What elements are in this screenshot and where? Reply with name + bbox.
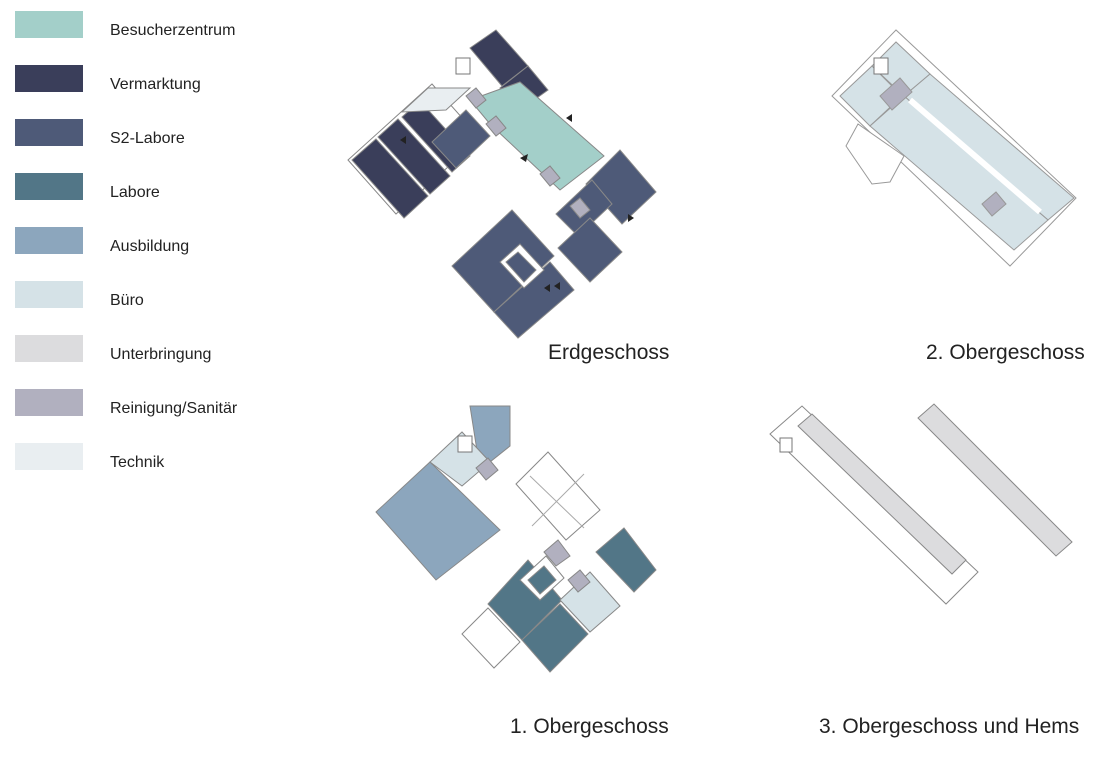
legend-swatch xyxy=(15,281,83,308)
plan-title-erdgeschoss: Erdgeschoss xyxy=(548,341,670,364)
legend-swatch xyxy=(15,11,83,38)
plan-title-obergeschoss-3: 3. Obergeschoss und Hems xyxy=(819,715,1080,738)
floor-plan-obergeschoss-3 xyxy=(769,403,1073,605)
floor-plan-obergeschoss-1 xyxy=(375,405,657,673)
legend-swatch xyxy=(15,335,83,362)
plan-title-obergeschoss-2: 2. Obergeschoss xyxy=(926,341,1085,364)
legend-label: Unterbringung xyxy=(110,346,212,363)
legend-swatch xyxy=(15,65,83,92)
legend-label: Vermarktung xyxy=(110,76,201,93)
legend-swatch xyxy=(15,173,83,200)
legend-swatch xyxy=(15,227,83,254)
legend-label: Büro xyxy=(110,292,144,309)
legend-label: Ausbildung xyxy=(110,238,190,255)
legend-swatch xyxy=(15,119,83,146)
legend-label: Labore xyxy=(110,184,160,201)
floor-plan-erdgeschoss xyxy=(347,29,657,339)
plan-title-obergeschoss-1: 1. Obergeschoss xyxy=(510,715,669,738)
legend-label: Technik xyxy=(110,454,165,471)
legend-label: Besucherzentrum xyxy=(110,22,236,39)
legend-swatch xyxy=(15,389,83,416)
floor-plan-obergeschoss-2 xyxy=(831,29,1077,267)
legend-swatch xyxy=(15,443,83,470)
legend-label: S2-Labore xyxy=(110,130,185,147)
legend-label: Reinigung/Sanitär xyxy=(110,400,238,417)
